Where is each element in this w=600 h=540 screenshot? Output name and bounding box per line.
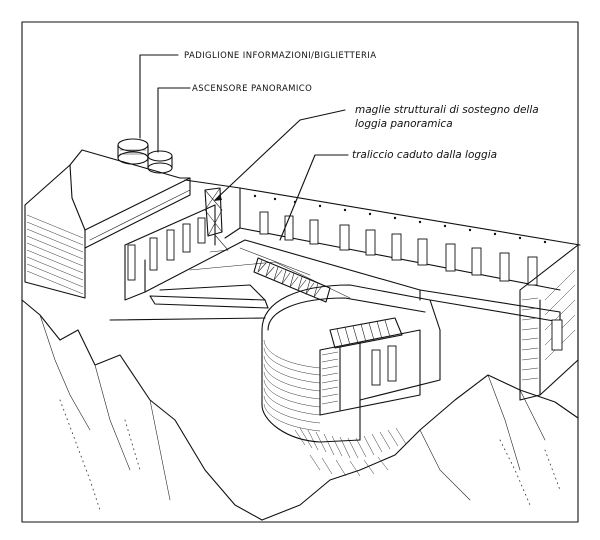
- collapsed-trellis: [253, 257, 331, 303]
- courtyard: [109, 239, 561, 323]
- right-tower: [519, 244, 579, 401]
- rock-cliff: [21, 299, 579, 521]
- wall-dots: [253, 194, 547, 244]
- leader-lines: [139, 54, 349, 241]
- label-info-pavilion: PADIGLIONE INFORMAZIONI/BIGLIETTERIA: [184, 51, 376, 61]
- structural-mesh: [204, 187, 229, 253]
- label-panoramic-lift: ASCENSORE PANORAMICO: [192, 84, 312, 94]
- panoramic-lift: [147, 150, 173, 174]
- rock-texture: [294, 427, 407, 477]
- left-wing: [24, 149, 191, 299]
- back-wall: [184, 179, 581, 291]
- panoramic-loggia-drum: [261, 284, 441, 443]
- sketch-frame: [21, 21, 579, 523]
- left-inner-wall: [124, 204, 216, 301]
- label-structural-mesh-line2: loggia panoramica: [355, 118, 453, 130]
- info-pavilion: [117, 138, 149, 165]
- label-collapsed-trellis: traliccio caduto dalla loggia: [352, 149, 497, 161]
- label-structural-mesh-line1: maglie strutturali di sostegno della: [355, 104, 539, 116]
